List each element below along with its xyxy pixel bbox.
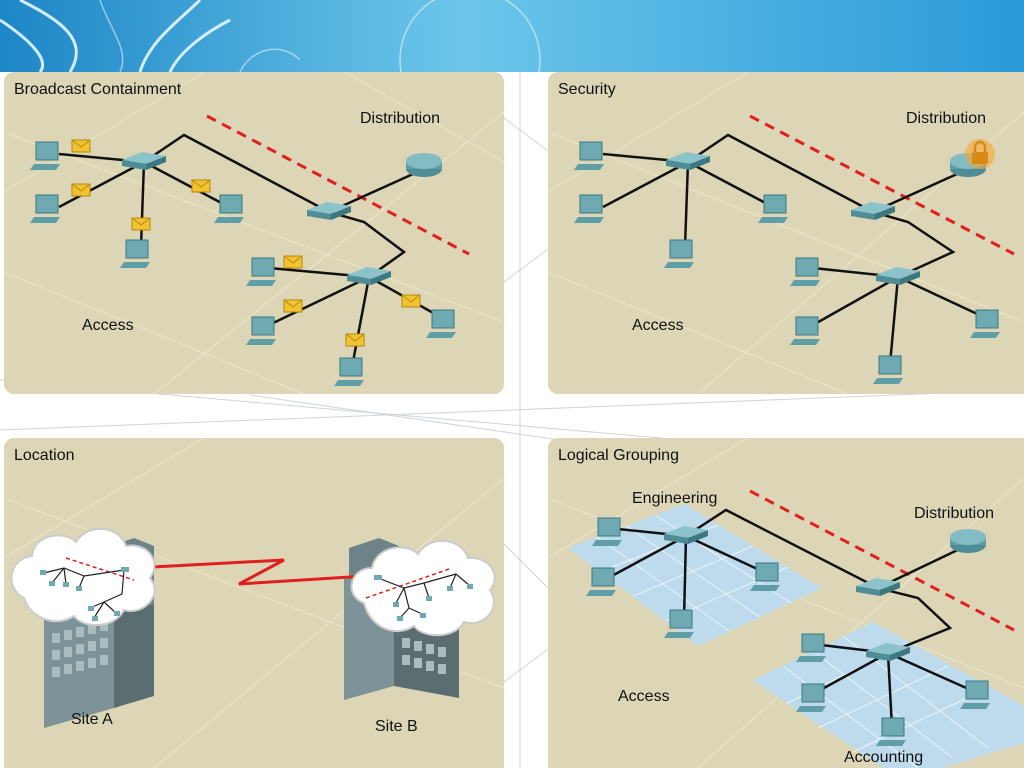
switch-icon <box>866 643 910 661</box>
pc-icon <box>120 239 150 268</box>
boundary-line <box>749 114 1015 256</box>
switch-icon <box>664 526 708 544</box>
pc-icon <box>664 609 694 638</box>
pc-icon <box>30 194 60 223</box>
pc-icon <box>750 562 780 591</box>
switch-icon <box>122 152 166 170</box>
lock-icon <box>965 139 995 169</box>
panel-location: Location Site A Site B <box>4 438 504 768</box>
pc-icon <box>876 717 906 746</box>
logical-grouping-diagram <box>548 438 1024 768</box>
envelope-icon <box>71 183 91 197</box>
pc-icon <box>246 316 276 345</box>
panel-title: Broadcast Containment <box>14 81 182 98</box>
panel-title: Location <box>14 447 75 464</box>
pc-icon <box>790 316 820 345</box>
panel-logical-grouping: Logical Grouping Engineering Distributio… <box>548 438 1024 768</box>
site-a-label: Site A <box>71 711 113 728</box>
pc-icon <box>574 141 604 170</box>
envelope-icon <box>131 217 151 231</box>
router-icon <box>406 153 442 177</box>
wan-link-icon <box>133 558 367 586</box>
pc-icon <box>960 680 990 709</box>
pc-icon <box>790 257 820 286</box>
access-label: Access <box>618 688 670 705</box>
header-banner <box>0 0 1024 72</box>
envelope-icon <box>191 179 211 193</box>
broadcast-diagram <box>4 72 504 394</box>
access-label: Access <box>82 317 134 334</box>
security-diagram <box>548 72 1024 394</box>
pc-icon <box>426 309 456 338</box>
site-b-label: Site B <box>375 718 418 735</box>
pc-icon <box>592 517 622 546</box>
distribution-label: Distribution <box>906 110 987 127</box>
switch-icon <box>851 202 895 220</box>
distribution-label: Distribution <box>914 505 995 522</box>
accounting-label: Accounting <box>844 749 924 766</box>
switch-icon <box>347 267 391 285</box>
envelope-icon <box>283 299 303 313</box>
pc-icon <box>970 309 1000 338</box>
access-label: Access <box>632 317 684 334</box>
cloud-icon <box>10 527 156 627</box>
switch-icon <box>856 578 900 596</box>
panel-security: Security Distribution Access <box>548 72 1024 394</box>
boundary-line <box>206 114 470 256</box>
switch-icon <box>876 267 920 285</box>
router-icon <box>950 529 986 553</box>
pc-icon <box>796 683 826 712</box>
pc-icon <box>334 357 364 386</box>
switch-icon <box>307 202 351 220</box>
pc-icon <box>246 257 276 286</box>
pc-icon <box>30 141 60 170</box>
panel-title: Security <box>558 81 616 98</box>
pc-icon <box>214 194 244 223</box>
pc-icon <box>758 194 788 223</box>
envelope-icon <box>283 255 303 269</box>
panel-broadcast-containment: Broadcast Containment Distribution Acces… <box>4 72 504 394</box>
location-diagram <box>4 438 504 768</box>
envelope-icon <box>401 294 421 308</box>
pc-icon <box>873 355 903 384</box>
envelope-icon <box>71 139 91 153</box>
engineering-label: Engineering <box>632 490 718 507</box>
pc-icon <box>586 567 616 596</box>
pc-icon <box>574 194 604 223</box>
distribution-label: Distribution <box>360 110 441 127</box>
pc-icon <box>664 239 694 268</box>
pc-icon <box>796 633 826 662</box>
envelope-icon <box>345 333 365 347</box>
switch-icon <box>666 152 710 170</box>
cloud-icon <box>350 539 496 637</box>
panel-title: Logical Grouping <box>558 447 679 464</box>
